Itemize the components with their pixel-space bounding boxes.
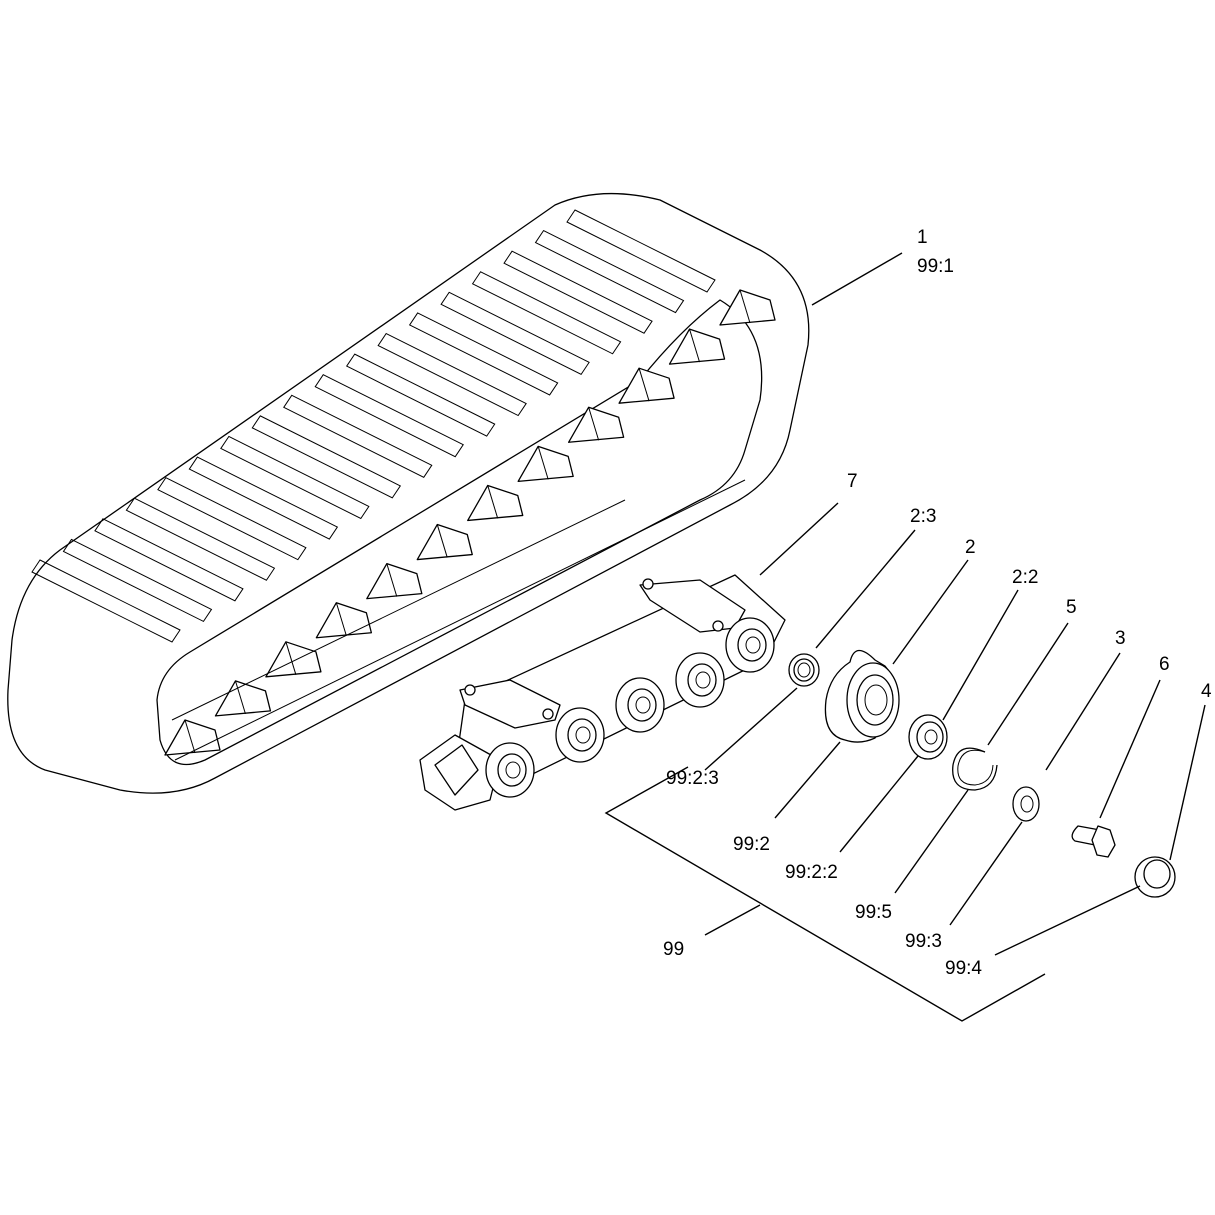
label-5: 5 (1066, 597, 1077, 618)
guide-lug (467, 484, 524, 522)
label-7: 7 (847, 471, 858, 492)
tread-bar (471, 271, 622, 355)
bolt-part-6 (1071, 825, 1116, 858)
tread-bar (408, 312, 559, 396)
tread-bar (31, 559, 181, 643)
tread-bar (314, 374, 464, 458)
guide-lug (517, 445, 574, 483)
label-99-2-3: 99:2:3 (666, 768, 719, 789)
washer-part-3 (1012, 786, 1040, 822)
roller-frame (419, 574, 786, 811)
label-2: 2 (965, 537, 976, 558)
label-2-2: 2:2 (1012, 567, 1038, 588)
tread-bar (220, 435, 370, 520)
tread-bar (188, 456, 339, 540)
label-6: 6 (1159, 654, 1170, 675)
guide-lug (164, 719, 221, 756)
tread-bar (125, 497, 276, 581)
roller-wheel-part-2 (824, 649, 900, 743)
label-99-1: 99:1 (917, 256, 954, 277)
guide-lug (567, 406, 625, 443)
tread-bar (157, 477, 307, 561)
tread-bar (566, 209, 716, 293)
label-99-4: 99:4 (945, 958, 982, 979)
guide-lug (618, 367, 675, 404)
guide-lug (719, 289, 776, 326)
callout-labels: 1 99:1 7 2:3 2 2:2 5 3 6 4 99:2:3 99:2 9… (663, 227, 1212, 979)
cap-part-4 (1134, 856, 1176, 898)
leader-lines (604, 252, 1206, 1022)
label-2-3: 2:3 (910, 506, 936, 527)
tread-bar (503, 250, 653, 334)
guide-lug (668, 328, 726, 365)
label-1: 1 (917, 227, 928, 248)
label-99-2: 99:2 (733, 834, 770, 855)
label-4: 4 (1201, 681, 1212, 702)
label-99-2-2: 99:2:2 (785, 862, 838, 883)
seal-part-2-3 (788, 653, 820, 687)
snap-ring-part-5 (952, 747, 998, 791)
guide-lug (366, 562, 423, 600)
tread-bar (94, 518, 244, 602)
tread-bar (377, 332, 527, 417)
bearing-part-2-2 (908, 714, 948, 760)
tread-bar (534, 229, 685, 314)
tread-bar (345, 353, 496, 437)
label-3: 3 (1115, 628, 1126, 649)
tread-bar (251, 415, 402, 499)
rubber-track (7, 192, 810, 794)
label-99-5: 99:5 (855, 902, 892, 923)
guide-lug (315, 602, 373, 639)
tread-bar (440, 291, 590, 375)
guide-lug (416, 523, 473, 561)
tread-bar (283, 394, 433, 478)
label-99: 99 (663, 939, 684, 960)
tread-bar (62, 538, 213, 623)
label-99-3: 99:3 (905, 931, 942, 952)
